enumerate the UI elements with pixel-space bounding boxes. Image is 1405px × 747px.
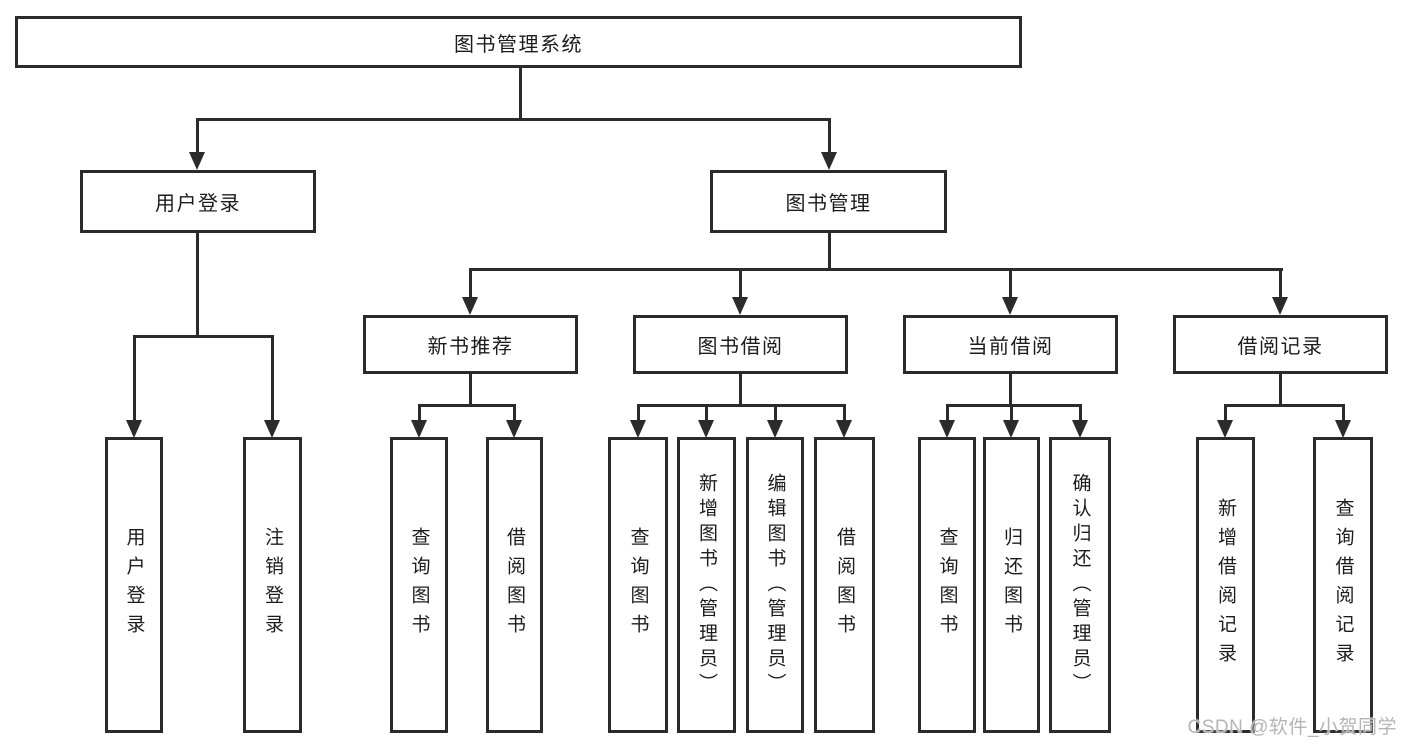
watermark: CSDN @软件_小贺同学	[1187, 717, 1397, 738]
node-new-book-recommend: 新书推荐	[363, 315, 578, 374]
node-current-borrowing: 当前借阅	[903, 315, 1118, 374]
leaf-nb-query-books-label: 查询图书	[408, 527, 430, 643]
leaf-bb-query-books-label: 查询图书	[627, 527, 649, 643]
leaf-bb-borrow-books-label: 借阅图书	[834, 527, 855, 643]
leaf-bb-query-books: 查询图书	[608, 437, 668, 733]
leaf-nb-borrow-books: 借阅图书	[486, 437, 543, 733]
connector-line	[843, 404, 846, 421]
connector-bar	[418, 404, 516, 407]
arrow-head	[732, 297, 748, 315]
leaf-cb-query-books-label: 查询图书	[936, 527, 958, 643]
connector-line	[418, 404, 421, 421]
arrow-head	[189, 152, 205, 170]
leaf-nb-query-books: 查询图书	[390, 437, 448, 733]
leaf-bb-edit-books-label: 编辑图书（管理员）	[764, 472, 786, 698]
connector-line	[469, 268, 472, 298]
leaf-br-add-record-label: 新增借阅记录	[1215, 498, 1236, 672]
connector-line	[828, 118, 831, 153]
connector-level2-bar	[196, 118, 831, 121]
arrow-head	[836, 420, 852, 438]
arrow-head	[939, 420, 955, 438]
leaf-nb-borrow-books-label: 借阅图书	[504, 527, 525, 643]
connector-user-login-stem	[196, 233, 199, 337]
connector-line	[1224, 404, 1227, 421]
connector-user-login-bar	[133, 335, 274, 338]
connector-line	[513, 404, 516, 421]
arrow-head	[1002, 297, 1018, 315]
connector-line	[1010, 404, 1013, 421]
arrow-head	[630, 420, 646, 438]
arrow-head	[411, 420, 427, 438]
arrow-head	[1072, 420, 1088, 438]
arrow-head	[462, 297, 478, 315]
leaf-logout-label: 注销登录	[262, 527, 283, 643]
connector-bar	[1224, 404, 1345, 407]
leaf-logout: 注销登录	[243, 437, 302, 733]
arrow-head	[767, 420, 783, 438]
leaf-bb-edit-books: 编辑图书（管理员）	[746, 437, 804, 733]
connector-line	[271, 335, 274, 421]
node-root: 图书管理系统	[15, 16, 1022, 68]
leaf-br-query-record-label: 查询借阅记录	[1332, 498, 1354, 672]
leaf-br-query-record: 查询借阅记录	[1313, 437, 1373, 733]
node-book-borrowing: 图书借阅	[633, 315, 848, 374]
leaf-bb-add-books-label: 新增图书（管理员）	[696, 472, 717, 698]
arrow-head	[821, 152, 837, 170]
leaf-bb-borrow-books: 借阅图书	[814, 437, 875, 733]
node-root-label: 图书管理系统	[454, 33, 583, 56]
connector-line	[637, 404, 640, 421]
node-borrowing-records: 借阅记录	[1173, 315, 1388, 374]
leaf-cb-query-books: 查询图书	[918, 437, 976, 733]
connector-stem	[1009, 374, 1012, 407]
connector-line	[739, 268, 742, 298]
arrow-head	[506, 420, 522, 438]
connector-stem	[469, 374, 472, 407]
leaf-cb-return-books-label: 归还图书	[1001, 527, 1022, 643]
leaf-cb-confirm-return-label: 确认归还（管理员）	[1069, 472, 1091, 698]
leaf-user-login: 用户登录	[105, 437, 163, 733]
connector-root-stem	[519, 67, 522, 118]
node-current-borrowing-label: 当前借阅	[967, 336, 1054, 358]
connector-line	[774, 404, 777, 421]
connector-line	[1342, 404, 1345, 421]
connector-line	[946, 404, 949, 421]
leaf-br-add-record: 新增借阅记录	[1196, 437, 1255, 733]
connector-bar	[946, 404, 1082, 407]
leaf-user-login-label: 用户登录	[123, 527, 145, 643]
connector-stem	[739, 374, 742, 407]
connector-line	[133, 335, 136, 421]
connector-bar	[637, 404, 846, 407]
node-user-login: 用户登录	[80, 170, 316, 233]
arrow-head	[1335, 420, 1351, 438]
arrow-head	[698, 420, 714, 438]
connector-line	[705, 404, 708, 421]
arrow-head	[1217, 420, 1233, 438]
arrow-head	[264, 420, 280, 438]
node-new-book-recommend-label: 新书推荐	[427, 336, 514, 358]
node-book-borrowing-label: 图书借阅	[697, 336, 784, 358]
connector-book-management-stem	[828, 233, 831, 270]
arrow-head	[1003, 420, 1019, 438]
connector-line	[1009, 268, 1012, 298]
leaf-bb-add-books: 新增图书（管理员）	[677, 437, 736, 733]
arrow-head	[1272, 297, 1288, 315]
node-borrowing-records-label: 借阅记录	[1237, 336, 1324, 358]
connector-line	[1079, 404, 1082, 421]
leaf-cb-return-books: 归还图书	[983, 437, 1040, 733]
connector-stem	[1279, 374, 1282, 407]
arrow-head	[126, 420, 142, 438]
node-book-management: 图书管理	[710, 170, 947, 233]
node-book-management-label: 图书管理	[785, 193, 872, 215]
node-user-login-label: 用户登录	[155, 193, 241, 215]
connector-line	[1279, 268, 1282, 298]
connector-line	[196, 118, 199, 153]
connector-level3-bar	[469, 268, 1283, 271]
leaf-cb-confirm-return: 确认归还（管理员）	[1049, 437, 1111, 733]
